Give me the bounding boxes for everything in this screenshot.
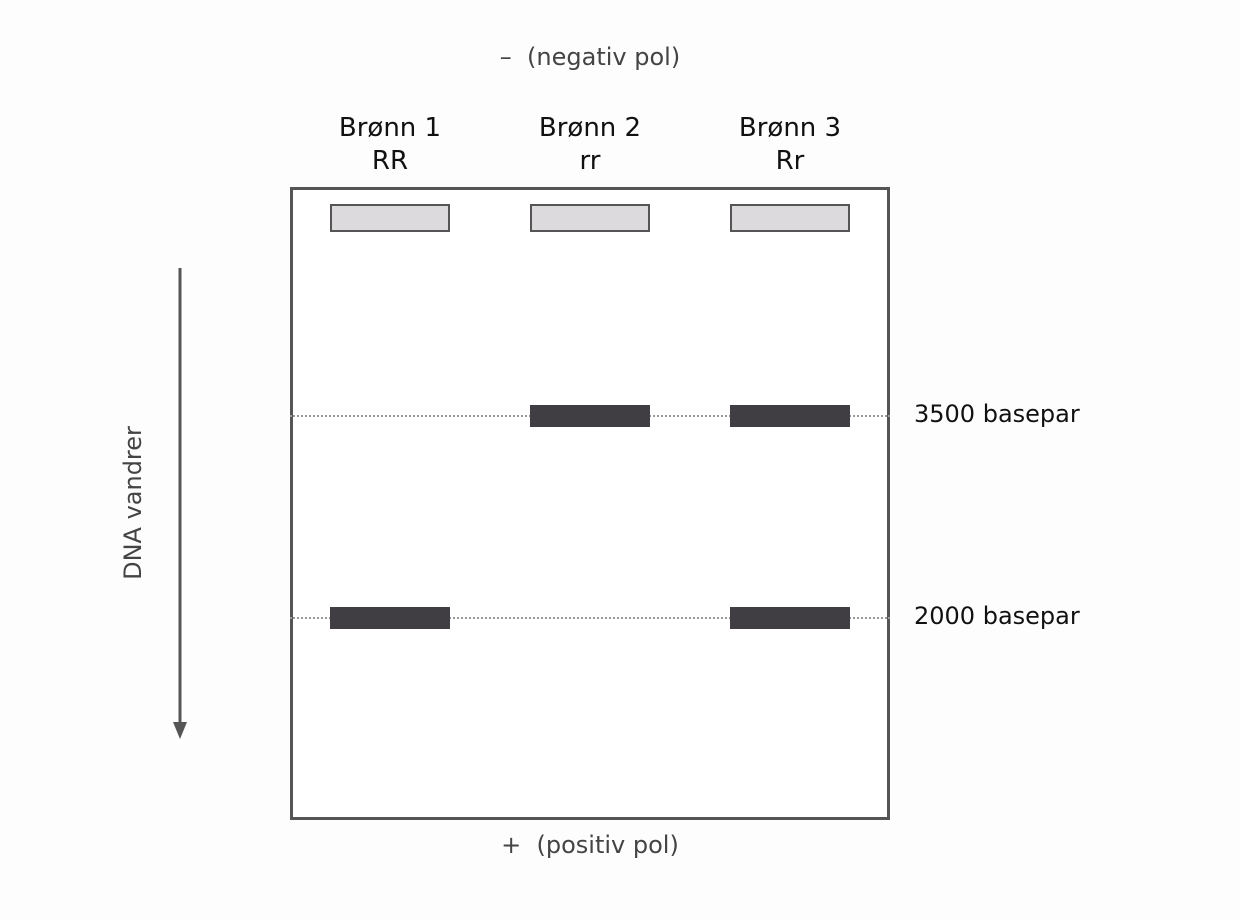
band-well-1-2000 [330, 607, 450, 629]
size-label-2000: 2000 basepar [914, 602, 1080, 630]
band-well-3-3500 [730, 405, 850, 427]
band-well-2-3500 [530, 405, 650, 427]
migration-label: DNA vandrer [119, 426, 147, 580]
well-3-slot [730, 204, 850, 232]
well-1-genotype: RR [371, 146, 409, 176]
well-3-genotype: Rr [775, 146, 805, 176]
well-2-genotype: rr [579, 146, 601, 176]
guide-line-2000 [290, 617, 890, 619]
well-2-header: Brønn 2 rr [490, 112, 690, 178]
gel [290, 187, 890, 820]
size-label-3500: 3500 basepar [914, 400, 1080, 428]
well-1-slot [330, 204, 450, 232]
migration-arrow-icon [173, 268, 187, 739]
band-well-3-2000 [730, 607, 850, 629]
well-1-header: Brønn 1 RR [290, 112, 490, 178]
well-3-name: Brønn 3 [738, 113, 842, 143]
positive-pole-label: + (positiv pol) [501, 831, 679, 859]
well-2-name: Brønn 2 [538, 113, 642, 143]
negative-pole-label: – (negativ pol) [499, 43, 681, 71]
well-2-slot [530, 204, 650, 232]
well-3-header: Brønn 3 Rr [690, 112, 890, 178]
well-1-name: Brønn 1 [338, 113, 442, 143]
